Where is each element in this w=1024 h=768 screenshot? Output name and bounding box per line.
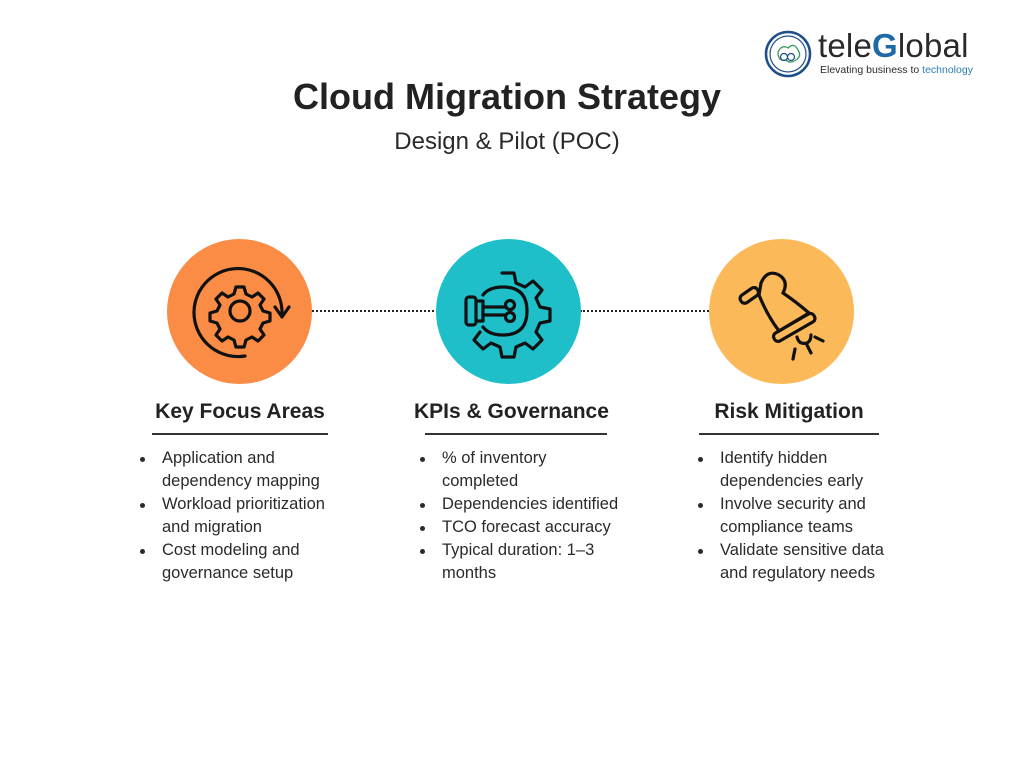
teleglobal-logo: teleGlobal Elevating business to technol… [764, 27, 984, 80]
list-item: Dependencies identified [417, 493, 647, 516]
step-title: Key Focus Areas [155, 400, 325, 423]
step-circle-kpis [436, 239, 581, 384]
list-item: Involve security and compliance teams [695, 493, 885, 539]
step-column-key-focus: Key Focus Areas Application and dependen… [137, 400, 337, 585]
step-column-kpis: KPIs & Governance % of inventory complet… [414, 400, 647, 585]
list-item: Workload prioritization and migration [137, 493, 337, 539]
brand-tagline: Elevating business to technology [820, 64, 973, 76]
page-title: Cloud Migration Strategy [292, 76, 721, 117]
step-circle-risk [709, 239, 854, 384]
title-underline [425, 433, 607, 435]
lightbulb-gear-icon [464, 271, 552, 359]
globe-logo-icon [764, 30, 812, 78]
list-item: TCO forecast accuracy [417, 516, 647, 539]
list-item: % of inventory completed [417, 447, 557, 493]
bullet-list: Application and dependency mapping Workl… [137, 447, 337, 585]
list-item: Application and dependency mapping [137, 447, 337, 493]
gear-cycle-icon [192, 266, 291, 359]
step-title: Risk Mitigation [714, 400, 864, 423]
connector-line-1 [312, 310, 438, 312]
step-column-risk: Risk Mitigation Identify hidden dependen… [695, 400, 885, 585]
step-circle-key-focus [167, 239, 312, 384]
bullet-list: % of inventory completed Dependencies id… [417, 447, 647, 585]
step-title: KPIs & Governance [414, 400, 609, 423]
list-item: Validate sensitive data and regulatory n… [695, 539, 885, 585]
brand-name: teleGlobal [818, 27, 969, 64]
bullet-list: Identify hidden dependencies early Invol… [695, 447, 885, 585]
connector-line-2 [580, 310, 712, 312]
page-subtitle: Design & Pilot (POC) [394, 128, 620, 155]
title-underline [152, 433, 328, 435]
list-item: Cost modeling and governance setup [137, 539, 337, 585]
alarm-bell-icon [738, 271, 825, 361]
list-item: Identify hidden dependencies early [695, 447, 885, 493]
list-item: Typical duration: 1–3 months [417, 539, 617, 585]
title-underline [699, 433, 879, 435]
